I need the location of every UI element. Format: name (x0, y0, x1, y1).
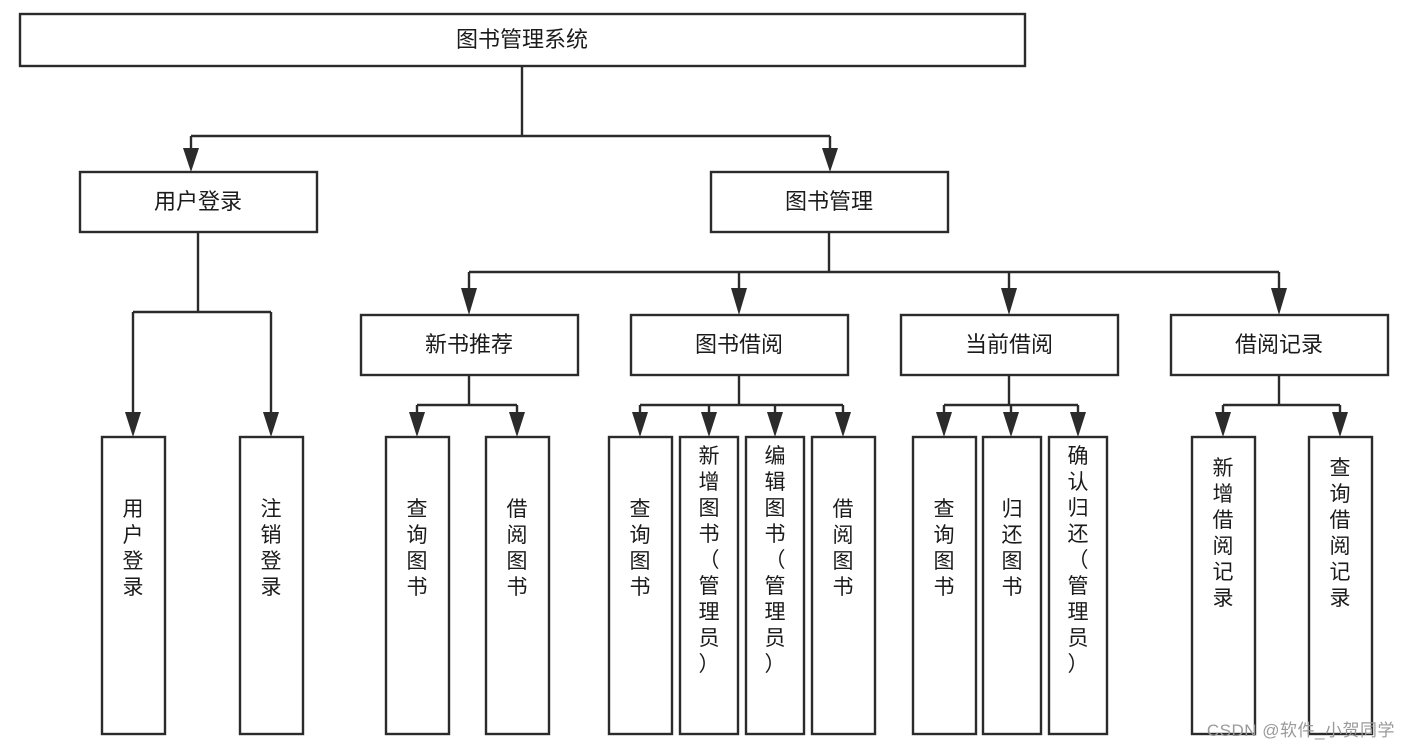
node-leaf-add-book-box[interactable] (678, 435, 740, 736)
node-leaf-add-record[interactable]: 新增借阅记录 (1190, 435, 1257, 736)
node-leaf-query-book-1[interactable]: 查询图书 (384, 435, 451, 736)
node-user-login-box[interactable] (78, 170, 319, 234)
node-current-borrow-box[interactable] (899, 313, 1120, 377)
node-book-manage[interactable]: 图书管理 (709, 170, 950, 234)
node-book-borrow-box[interactable] (629, 313, 850, 377)
node-leaf-query-book-2-box[interactable] (607, 435, 674, 736)
node-leaf-query-book-2-label: 查询图书 (630, 498, 651, 599)
arrow-leaf-borrow-book-2-icon (835, 412, 851, 437)
node-new-book-rec-label: 新书推荐 (425, 332, 513, 357)
node-leaf-confirm-return-box[interactable] (1047, 435, 1109, 736)
node-borrow-record[interactable]: 借阅记录 (1169, 313, 1390, 377)
node-leaf-borrow-book-2-label: 借阅图书 (833, 498, 854, 599)
node-user-login-label: 用户登录 (154, 189, 242, 214)
node-leaf-query-book-3-label: 查询图书 (934, 498, 955, 599)
arrow-to-new-book-rec-icon (461, 288, 477, 315)
node-leaf-query-book-3-box[interactable] (911, 435, 978, 736)
node-leaf-add-record-box[interactable] (1190, 435, 1257, 736)
node-leaf-logout[interactable]: 注销登录 (238, 435, 305, 736)
node-leaf-return-book[interactable]: 归还图书 (981, 435, 1043, 736)
node-current-borrow-label: 当前借阅 (965, 332, 1053, 357)
node-leaf-query-book-2[interactable]: 查询图书 (607, 435, 674, 736)
arrow-leaf-return-book-icon (1003, 412, 1019, 437)
arrow-leaf-query-book-2-icon (632, 412, 648, 437)
node-user-login[interactable]: 用户登录 (78, 170, 319, 234)
node-leaf-logout-label: 注销登录 (261, 498, 282, 599)
arrow-to-user-login-icon (183, 148, 199, 172)
node-book-manage-box[interactable] (709, 170, 950, 234)
node-root-label: 图书管理系统 (456, 27, 588, 52)
node-book-borrow-label: 图书借阅 (695, 332, 783, 357)
arrow-leaf-query-book-3-icon (936, 412, 952, 437)
node-leaf-edit-book[interactable]: 编辑图书（管理员） (744, 435, 806, 736)
node-leaf-return-book-box[interactable] (981, 435, 1043, 736)
node-leaf-user-login[interactable]: 用户登录 (100, 435, 167, 736)
arrow-leaf-add-record-icon (1215, 412, 1231, 437)
node-leaf-edit-book-label: 编辑图书（管理员） (765, 445, 786, 676)
node-leaf-logout-box[interactable] (238, 435, 305, 736)
node-leaf-add-book[interactable]: 新增图书（管理员） (678, 435, 740, 736)
node-leaf-query-record[interactable]: 查询借阅记录 (1307, 435, 1374, 736)
node-leaf-user-login-box[interactable] (100, 435, 167, 736)
node-leaf-borrow-book-1-label: 借阅图书 (507, 498, 528, 599)
node-leaf-query-book-3[interactable]: 查询图书 (911, 435, 978, 736)
arrow-leaf-user-login-icon (125, 412, 141, 437)
node-leaf-borrow-book-2-box[interactable] (810, 435, 877, 736)
arrow-leaf-query-book-1-icon (409, 412, 425, 437)
node-root-box[interactable] (18, 12, 1027, 68)
connector-layer (125, 66, 1348, 437)
arrow-to-borrow-record-icon (1271, 288, 1287, 315)
node-root[interactable]: 图书管理系统 (18, 12, 1027, 68)
arrow-leaf-edit-book-icon (767, 412, 783, 437)
arrow-leaf-add-book-icon (701, 412, 717, 437)
node-leaf-query-record-box[interactable] (1307, 435, 1374, 736)
arrow-to-book-borrow-icon (731, 288, 747, 315)
node-leaf-user-login-label: 用户登录 (123, 498, 144, 599)
node-leaf-confirm-return[interactable]: 确认归还（管理员） (1047, 435, 1109, 736)
node-leaf-edit-book-box[interactable] (744, 435, 806, 736)
node-leaf-add-book-label: 新增图书（管理员） (699, 445, 720, 676)
node-leaf-borrow-book-1[interactable]: 借阅图书 (484, 435, 551, 736)
arrow-leaf-borrow-book-1-icon (509, 412, 525, 437)
node-book-manage-label: 图书管理 (785, 189, 873, 214)
node-leaf-query-book-1-box[interactable] (384, 435, 451, 736)
arrow-to-book-manage-icon (822, 148, 838, 172)
node-borrow-record-label: 借阅记录 (1235, 332, 1323, 357)
node-leaf-add-record-label: 新增借阅记录 (1213, 457, 1234, 610)
node-new-book-rec-box[interactable] (359, 313, 580, 377)
arrow-to-current-borrow-icon (1001, 288, 1017, 315)
node-leaf-return-book-label: 归还图书 (1002, 498, 1023, 599)
arrow-leaf-query-record-icon (1332, 412, 1348, 437)
node-current-borrow[interactable]: 当前借阅 (899, 313, 1120, 377)
node-leaf-query-book-1-label: 查询图书 (407, 498, 428, 599)
arrow-leaf-confirm-return-icon (1070, 412, 1086, 437)
node-book-borrow[interactable]: 图书借阅 (629, 313, 850, 377)
node-leaf-borrow-book-2[interactable]: 借阅图书 (810, 435, 877, 736)
node-leaf-query-record-label: 查询借阅记录 (1330, 457, 1351, 610)
node-new-book-rec[interactable]: 新书推荐 (359, 313, 580, 377)
arrow-leaf-logout-icon (263, 412, 279, 437)
node-leaf-borrow-book-1-box[interactable] (484, 435, 551, 736)
node-borrow-record-box[interactable] (1169, 313, 1390, 377)
node-leaf-confirm-return-label: 确认归还（管理员） (1068, 445, 1089, 676)
